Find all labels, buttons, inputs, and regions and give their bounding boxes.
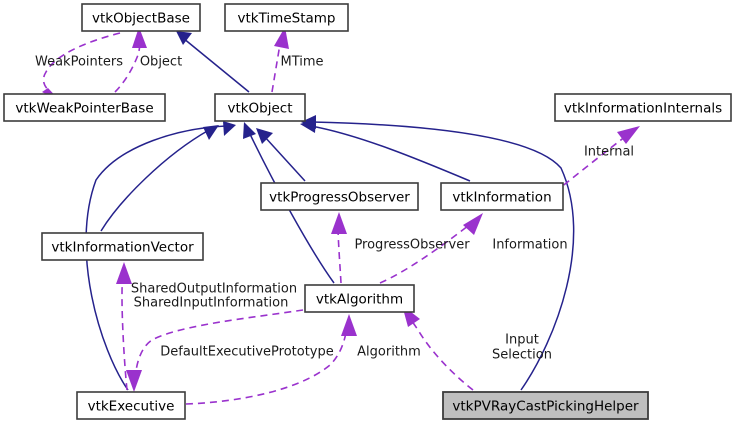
edge-vtkinformation-to-vtkobject [300, 119, 471, 182]
edge-vtkpvraycastpickinghelper-to-vtkobject [301, 115, 575, 391]
edge-label-selection: Selection [492, 348, 552, 363]
node-vtkinformationinternals[interactable]: vtkInformationInternals [554, 93, 732, 122]
edge-information [379, 213, 483, 284]
edge-label-progress-observer: ProgressObserver [354, 238, 470, 253]
node-label-vtkobjectbase: vtkObjectBase [92, 11, 190, 27]
edge-vtkobject-to-vtkobjectbase [176, 31, 250, 93]
node-label-vtkexecutive: vtkExecutive [88, 399, 175, 415]
node-vtkalgorithm[interactable]: vtkAlgorithm [304, 284, 415, 313]
node-label-vtkalgorithm: vtkAlgorithm [316, 292, 403, 308]
edge-vtkalgorithm-to-vtkobject [243, 122, 335, 284]
node-label-vtktimestamp: vtkTimeStamp [238, 11, 336, 27]
edge-algorithm [185, 314, 357, 405]
edge-vtkprogressobserver-to-vtkobject [256, 128, 306, 182]
node-vtkinformationvector[interactable]: vtkInformationVector [41, 232, 204, 261]
edge-label-algorithm: Algorithm [357, 345, 421, 360]
edge-label-weak-pointers: WeakPointers [35, 55, 123, 70]
node-vtkpvraycastpickinghelper[interactable]: vtkPVRayCastPickingHelper [442, 391, 649, 420]
edge-internal [544, 126, 640, 201]
nodes: vtkObjectBase vtkTimeStamp vtkWeakPointe… [3, 3, 732, 420]
node-label-vtkweakpointerbase: vtkWeakPointerBase [15, 101, 153, 117]
node-label-vtkobject: vtkObject [227, 101, 292, 117]
node-label-vtkinformation: vtkInformation [452, 190, 551, 206]
usage-edges [42, 27, 640, 405]
node-vtkexecutive[interactable]: vtkExecutive [76, 391, 186, 420]
edge-labels: WeakPointers Object MTime Internal Progr… [35, 55, 634, 363]
node-vtkprogressobserver[interactable]: vtkProgressObserver [260, 182, 419, 211]
node-vtkweakpointerbase[interactable]: vtkWeakPointerBase [3, 93, 166, 122]
edge-label-object: Object [140, 55, 182, 70]
node-label-vtkpvraycastpickinghelper: vtkPVRayCastPickingHelper [452, 399, 639, 415]
edge-label-input: Input [505, 333, 539, 348]
node-label-vtkinformationvector: vtkInformationVector [51, 240, 194, 256]
node-vtkobject[interactable]: vtkObject [214, 93, 306, 122]
edge-progressobserver [331, 212, 347, 284]
edge-sharedinformation [116, 262, 132, 391]
edge-label-shared-output-information: SharedOutputInformation [131, 282, 297, 297]
edge-label-internal: Internal [584, 145, 634, 160]
node-vtktimestamp[interactable]: vtkTimeStamp [224, 3, 349, 32]
edge-vtkexecutive-to-vtkobject [85, 121, 236, 391]
node-vtkinformation[interactable]: vtkInformation [440, 182, 564, 211]
edge-vtkinformationvector-to-vtkobject [100, 125, 219, 232]
edge-defaultexecutiveprototype [126, 309, 304, 392]
node-label-vtkprogressobserver: vtkProgressObserver [269, 190, 410, 206]
edge-label-information: Information [492, 238, 567, 253]
edge-mtime [271, 27, 289, 93]
node-label-vtkinformationinternals: vtkInformationInternals [564, 101, 722, 117]
inheritance-edges [85, 31, 575, 391]
edge-label-shared-input-information: SharedInputInformation [134, 296, 289, 311]
edge-label-default-executive-prototype: DefaultExecutivePrototype [160, 345, 334, 360]
node-vtkobjectbase[interactable]: vtkObjectBase [81, 3, 201, 32]
edge-label-mtime: MTime [280, 55, 323, 70]
edge-object [114, 27, 147, 93]
